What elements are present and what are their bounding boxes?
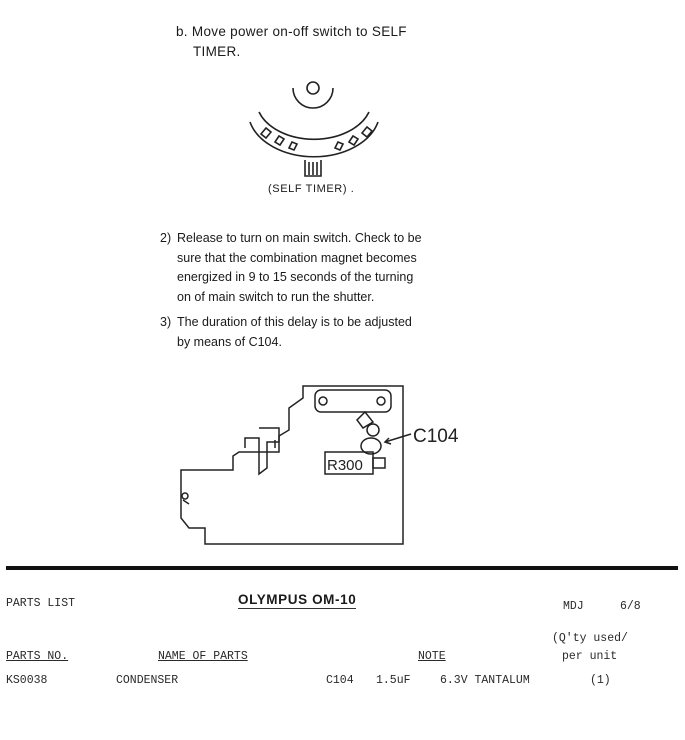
parts-list-label: PARTS LIST bbox=[6, 597, 76, 610]
model-title: OLYMPUS OM-10 bbox=[238, 592, 357, 609]
cell-qty: (1) bbox=[590, 674, 611, 687]
section-divider bbox=[6, 566, 678, 570]
cell-parts-no: KS0038 bbox=[6, 674, 48, 687]
cell-spec: 6.3V TANTALUM bbox=[440, 674, 530, 687]
qty-header-line-2: per unit bbox=[562, 650, 618, 663]
step-b-instruction: b. Move power on-off switch to SELF TIME… bbox=[176, 22, 496, 62]
step-number: 2) bbox=[160, 231, 172, 245]
cell-value: 1.5uF bbox=[376, 674, 411, 687]
step-b-line-2: TIMER. bbox=[193, 44, 241, 59]
cell-ref: C104 bbox=[326, 674, 354, 687]
header-name-of-parts: NAME OF PARTS bbox=[158, 650, 248, 663]
r300-board-label: R300 bbox=[327, 457, 363, 474]
step-line: The duration of this delay is to be adju… bbox=[177, 315, 412, 329]
header-parts-no: PARTS NO. bbox=[6, 650, 69, 663]
qty-header-line-1: (Q'ty used/ bbox=[552, 632, 628, 645]
step-2: 2) Release to turn on main switch. Check… bbox=[160, 229, 490, 307]
header-note: NOTE bbox=[418, 650, 446, 663]
doc-code: MDJ bbox=[563, 600, 584, 613]
step-line: by means of C104. bbox=[177, 334, 282, 349]
step-line: sure that the combination magnet becomes bbox=[177, 250, 417, 265]
step-line: Release to turn on main switch. Check to… bbox=[177, 231, 422, 245]
page-number: 6/8 bbox=[620, 600, 641, 613]
circuit-board-diagram: C104 R300 bbox=[180, 385, 459, 545]
instruction-steps: 2) Release to turn on main switch. Check… bbox=[160, 229, 490, 358]
step-line: energized in 9 to 15 seconds of the turn… bbox=[177, 270, 414, 284]
step-number: 3) bbox=[160, 315, 172, 329]
table-row: KS0038 CONDENSER C104 1.5uF 6.3V TANTALU… bbox=[0, 674, 685, 692]
self-timer-dial-diagram bbox=[249, 81, 379, 177]
step-b-line-1: b. Move power on-off switch to SELF bbox=[176, 24, 407, 39]
cell-name: CONDENSER bbox=[116, 674, 179, 687]
self-timer-caption: (SELF TIMER) . bbox=[268, 183, 355, 195]
step-line: on of main switch to run the shutter. bbox=[177, 289, 375, 304]
c104-callout: C104 bbox=[413, 426, 459, 447]
step-3: 3) The duration of this delay is to be a… bbox=[160, 313, 490, 352]
